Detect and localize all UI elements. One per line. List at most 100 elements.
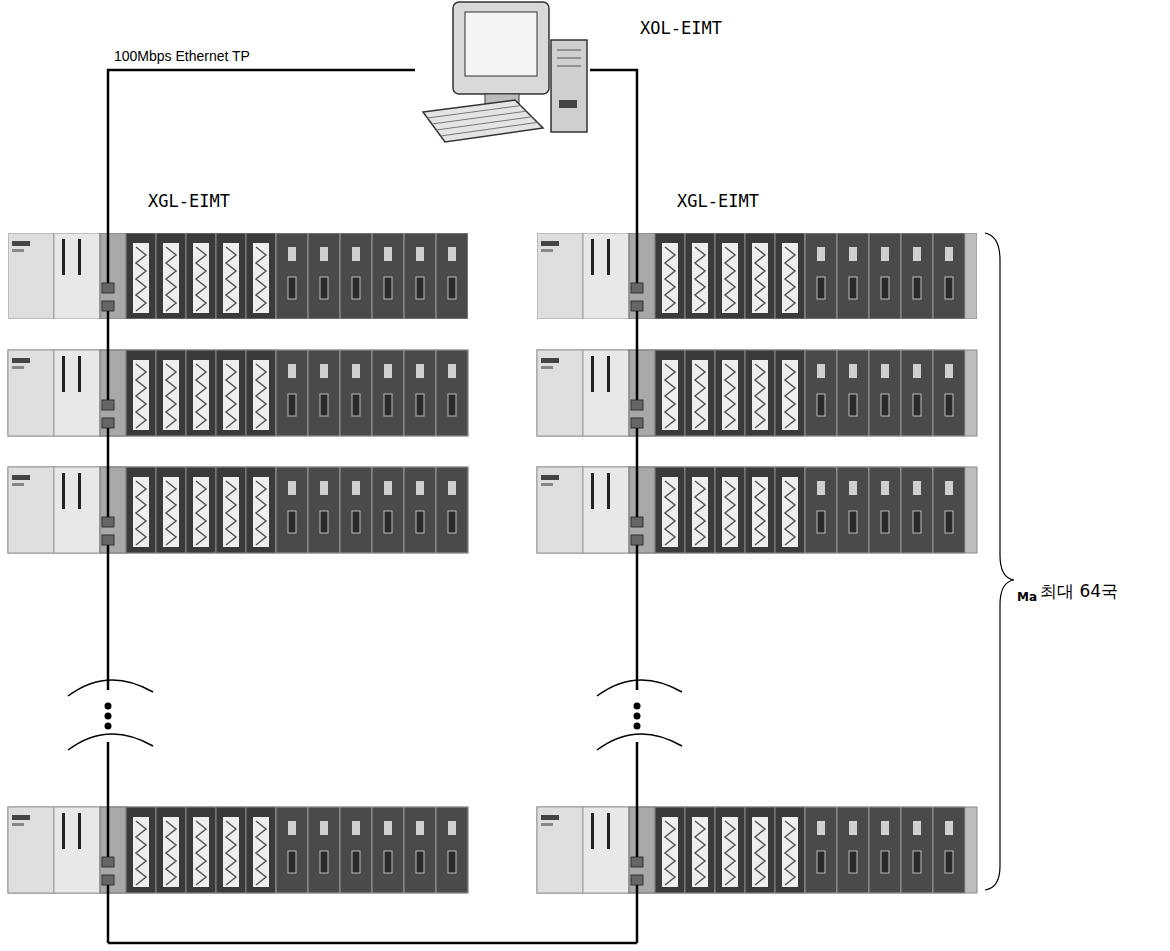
io-module xyxy=(745,807,775,893)
io-module xyxy=(775,233,805,319)
module-connector xyxy=(416,394,424,416)
module-connector xyxy=(913,851,921,873)
terminal-screws xyxy=(136,247,146,311)
drive-bay xyxy=(557,50,581,51)
cpu-module xyxy=(54,233,100,319)
module-connector xyxy=(849,277,857,299)
ethernet-port xyxy=(102,857,114,867)
special-module xyxy=(276,467,308,553)
station-count-label: 최대 64국 xyxy=(1040,580,1118,603)
module-indicator xyxy=(945,481,953,495)
terminal-screws xyxy=(136,821,146,885)
module-indicator xyxy=(849,364,857,378)
terminal-screws xyxy=(785,821,795,885)
ethernet-cable xyxy=(108,70,415,233)
brace xyxy=(985,233,1014,890)
cpu-module xyxy=(54,807,100,893)
terminal-screws xyxy=(755,481,765,545)
terminal-block xyxy=(752,817,768,887)
special-module xyxy=(837,467,869,553)
module-connector xyxy=(817,277,825,299)
terminal-block xyxy=(662,817,678,887)
cable xyxy=(107,319,110,350)
rack-base xyxy=(8,233,468,319)
key-row xyxy=(436,117,532,130)
comm-module xyxy=(629,233,655,319)
module-indicator xyxy=(817,247,825,261)
module-connector xyxy=(945,851,953,873)
module-indicator xyxy=(352,364,360,378)
io-module xyxy=(126,467,156,553)
io-module xyxy=(156,350,186,436)
terminal-block xyxy=(223,817,239,887)
ethernet-cable xyxy=(590,70,637,233)
computer-node: XOL-EIMT xyxy=(415,0,590,145)
module-badge xyxy=(541,483,553,486)
terminal-screws xyxy=(226,364,236,428)
special-module xyxy=(869,467,901,553)
terminal-block xyxy=(782,477,798,547)
key-row xyxy=(427,106,520,118)
special-module xyxy=(933,467,965,553)
cable xyxy=(636,742,639,807)
terminal-block xyxy=(133,817,149,887)
special-module xyxy=(276,807,308,893)
module-indicator xyxy=(817,364,825,378)
terminal-block xyxy=(722,477,738,547)
terminal-screws xyxy=(196,247,206,311)
terminal-screws xyxy=(166,481,176,545)
special-module xyxy=(276,233,308,319)
power-module xyxy=(537,467,583,553)
cable xyxy=(636,436,639,467)
special-module xyxy=(308,350,340,436)
io-module xyxy=(126,350,156,436)
module-indicator xyxy=(416,247,424,261)
cable-label: 100Mbps Ethernet TP xyxy=(112,48,252,64)
terminal-screws xyxy=(725,364,735,428)
special-module xyxy=(436,233,468,319)
comm-module xyxy=(629,807,655,893)
cable xyxy=(636,807,639,857)
module-bar xyxy=(62,356,65,392)
io-module xyxy=(126,233,156,319)
module-indicator xyxy=(416,821,424,835)
terminal-screws xyxy=(166,821,176,885)
cable xyxy=(107,350,110,400)
cable xyxy=(108,942,637,945)
module-bar xyxy=(78,813,81,849)
ethernet-port xyxy=(631,418,643,428)
cable xyxy=(636,319,639,350)
plc-rack xyxy=(537,350,977,436)
special-module xyxy=(933,350,965,436)
module-connector xyxy=(448,511,456,533)
module-indicator xyxy=(384,481,392,495)
continuation-dot xyxy=(634,703,641,710)
terminal-block xyxy=(722,817,738,887)
module-connector xyxy=(288,277,296,299)
rack-base xyxy=(8,350,468,436)
key-row xyxy=(432,111,526,124)
special-module xyxy=(276,350,308,436)
rack-base xyxy=(537,467,977,553)
ethernet-port xyxy=(631,301,643,311)
module-connector xyxy=(881,394,889,416)
terminal-block xyxy=(752,243,768,313)
terminal-block xyxy=(722,360,738,430)
terminal-block xyxy=(223,360,239,430)
terminal-block xyxy=(223,243,239,313)
io-module xyxy=(685,233,715,319)
module-indicator xyxy=(320,247,328,261)
terminal-screws xyxy=(256,821,266,885)
module-indicator xyxy=(384,364,392,378)
module-indicator xyxy=(320,364,328,378)
terminal-block xyxy=(782,817,798,887)
module-connector xyxy=(913,277,921,299)
terminal-screws xyxy=(226,821,236,885)
module-badge xyxy=(541,475,559,480)
module-label: XOL-EIMT xyxy=(640,18,722,38)
special-module xyxy=(404,233,436,319)
module-connector xyxy=(320,511,328,533)
cable xyxy=(107,742,110,807)
module-badge xyxy=(541,823,553,826)
cpu-module xyxy=(583,233,629,319)
